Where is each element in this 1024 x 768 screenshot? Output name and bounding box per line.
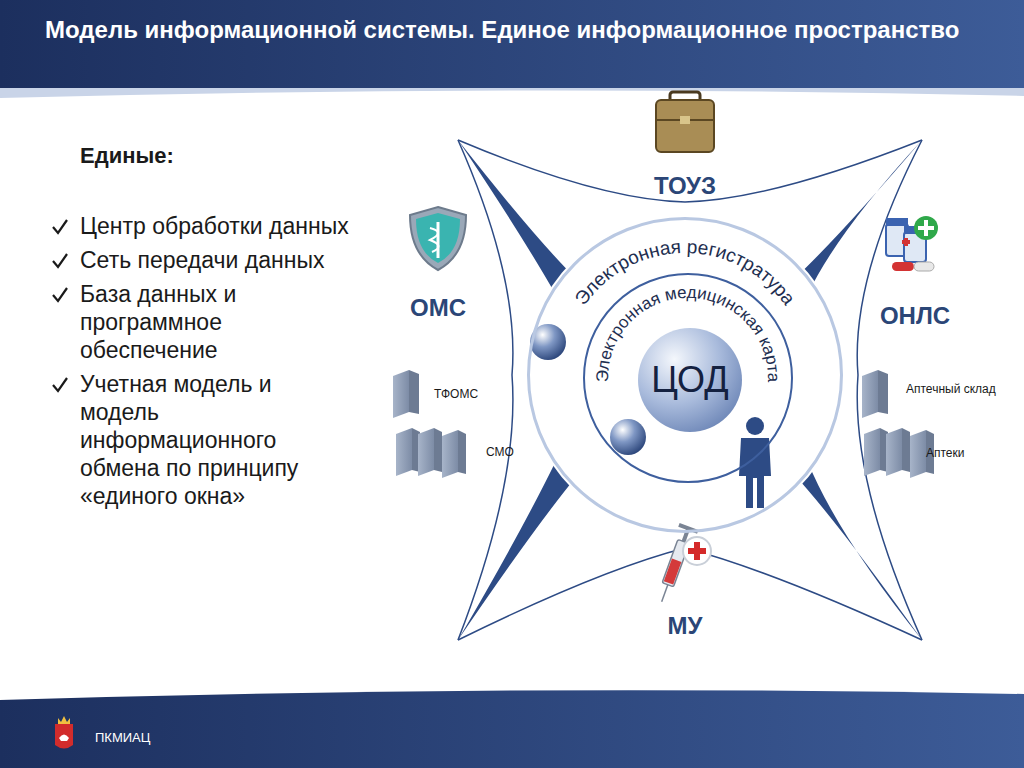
check-mark bbox=[50, 375, 70, 395]
unit-label: ТФОМС bbox=[434, 387, 478, 401]
region-logo bbox=[55, 716, 73, 749]
check-mark bbox=[50, 217, 70, 237]
data-center-sphere: ЦОД bbox=[638, 328, 742, 432]
sector-label: ОНЛС bbox=[880, 302, 950, 330]
footer-label: ПКМИАЦ bbox=[95, 730, 150, 745]
bullet-item: База данных и программное обеспечение bbox=[80, 280, 352, 364]
medicine-icon bbox=[886, 216, 938, 271]
sector-label: МУ bbox=[668, 612, 703, 640]
bullet-item: Центр обработки данных bbox=[80, 212, 352, 240]
bullet-text: Учетная модель и модель информационного … bbox=[80, 371, 298, 509]
bullet-text: Центр обработки данных bbox=[80, 213, 349, 239]
check-stroke bbox=[53, 254, 67, 267]
check-mark bbox=[50, 251, 70, 271]
header-swoosh bbox=[0, 88, 1024, 98]
syringe-icon bbox=[652, 523, 711, 605]
slide-title: Модель информационной системы. Единое ин… bbox=[45, 16, 959, 43]
unit-label: Аптечный склад bbox=[906, 382, 996, 396]
orbit-sphere bbox=[610, 419, 646, 455]
check-stroke bbox=[53, 378, 67, 391]
unit-label: СМО bbox=[486, 445, 514, 459]
node-label: ЦОД bbox=[651, 359, 728, 401]
check-stroke bbox=[53, 288, 67, 301]
star-rays bbox=[458, 140, 922, 640]
header-bar bbox=[0, 0, 1024, 88]
medical-shield-icon bbox=[410, 207, 466, 270]
sector-label: ТОУЗ bbox=[654, 172, 716, 200]
bullet-item: Учетная модель и модель информационного … bbox=[80, 370, 352, 510]
ring-ground bbox=[525, 215, 845, 535]
briefcase-icon bbox=[656, 92, 714, 152]
footer-bar bbox=[0, 690, 1024, 768]
ring-band: Электронная регистратураЭлектронная меди… bbox=[527, 217, 843, 533]
star-outline bbox=[458, 140, 922, 640]
check-stroke bbox=[53, 220, 67, 233]
bullet-text: База данных и программное обеспечение bbox=[80, 281, 236, 363]
list-heading: Единые: bbox=[80, 143, 174, 169]
bullet-list: Центр обработки данныхСеть передачи данн… bbox=[80, 212, 352, 516]
orbit-sphere bbox=[530, 324, 566, 360]
bullet-text: Сеть передачи данных bbox=[80, 247, 324, 273]
person-icon bbox=[739, 417, 771, 508]
bullet-item: Сеть передачи данных bbox=[80, 246, 352, 274]
check-mark bbox=[50, 285, 70, 305]
unit-label: Аптеки bbox=[926, 446, 965, 460]
sector-label: ОМС bbox=[410, 294, 466, 322]
ring-band: Электронная медицинская картаЦОД bbox=[583, 273, 793, 483]
